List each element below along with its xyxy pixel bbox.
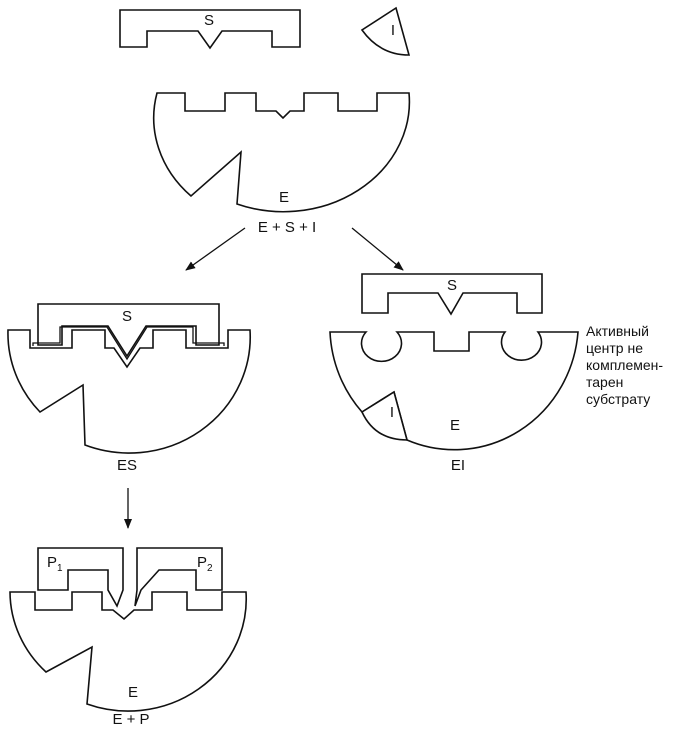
es-enzyme-shape [7,329,252,454]
ei-label: EI [451,457,465,474]
note-line-4: тарен [586,374,624,390]
es-complex: S ES [7,303,252,474]
reaction-label: E + S + I [258,219,316,236]
es-substrate-shape [37,303,220,358]
ei-substrate-label: S [447,277,457,294]
note-line-5: субстрату [586,391,651,407]
inhibitor-label: I [391,22,395,39]
free-inhibitor: I [360,6,411,56]
enzyme-with-products: P1 P2 E E + P [9,547,248,728]
es-label: ES [117,457,137,474]
free-enzyme: E [152,92,411,213]
result-label: E + P [112,711,149,728]
product-p1-label: P1 [47,554,63,574]
es-substrate-label: S [122,308,132,325]
arrow-to-ei [351,227,404,271]
enzyme-shape [152,92,411,213]
ei-complex: S I E EI [329,273,579,474]
es-binding-outline [32,326,225,361]
product-enzyme-label: E [128,684,138,701]
ei-enzyme-shape [329,331,579,451]
arrow-to-es [185,227,246,271]
ei-inhibitor-label: I [390,404,394,421]
substrate-shape [119,9,301,50]
note-line-2: центр не [586,340,643,356]
ei-substrate-shape [361,273,543,316]
product-p2-label: P2 [197,554,213,574]
product-p2-shape [134,547,223,607]
substrate-label: S [204,12,214,29]
ei-enzyme-label: E [450,417,460,434]
inhibitor-shape [360,6,411,56]
product-enzyme-shape [9,591,248,712]
ei-inhibitor-shape [360,390,409,441]
active-site-note: Активный центр не комплемен- тарен субст… [586,323,678,408]
free-substrate: S [119,9,301,50]
note-line-1: Активный [586,323,649,339]
enzyme-label: E [279,189,289,206]
note-line-3: комплемен- [586,357,664,373]
product-p1-shape [37,547,124,608]
